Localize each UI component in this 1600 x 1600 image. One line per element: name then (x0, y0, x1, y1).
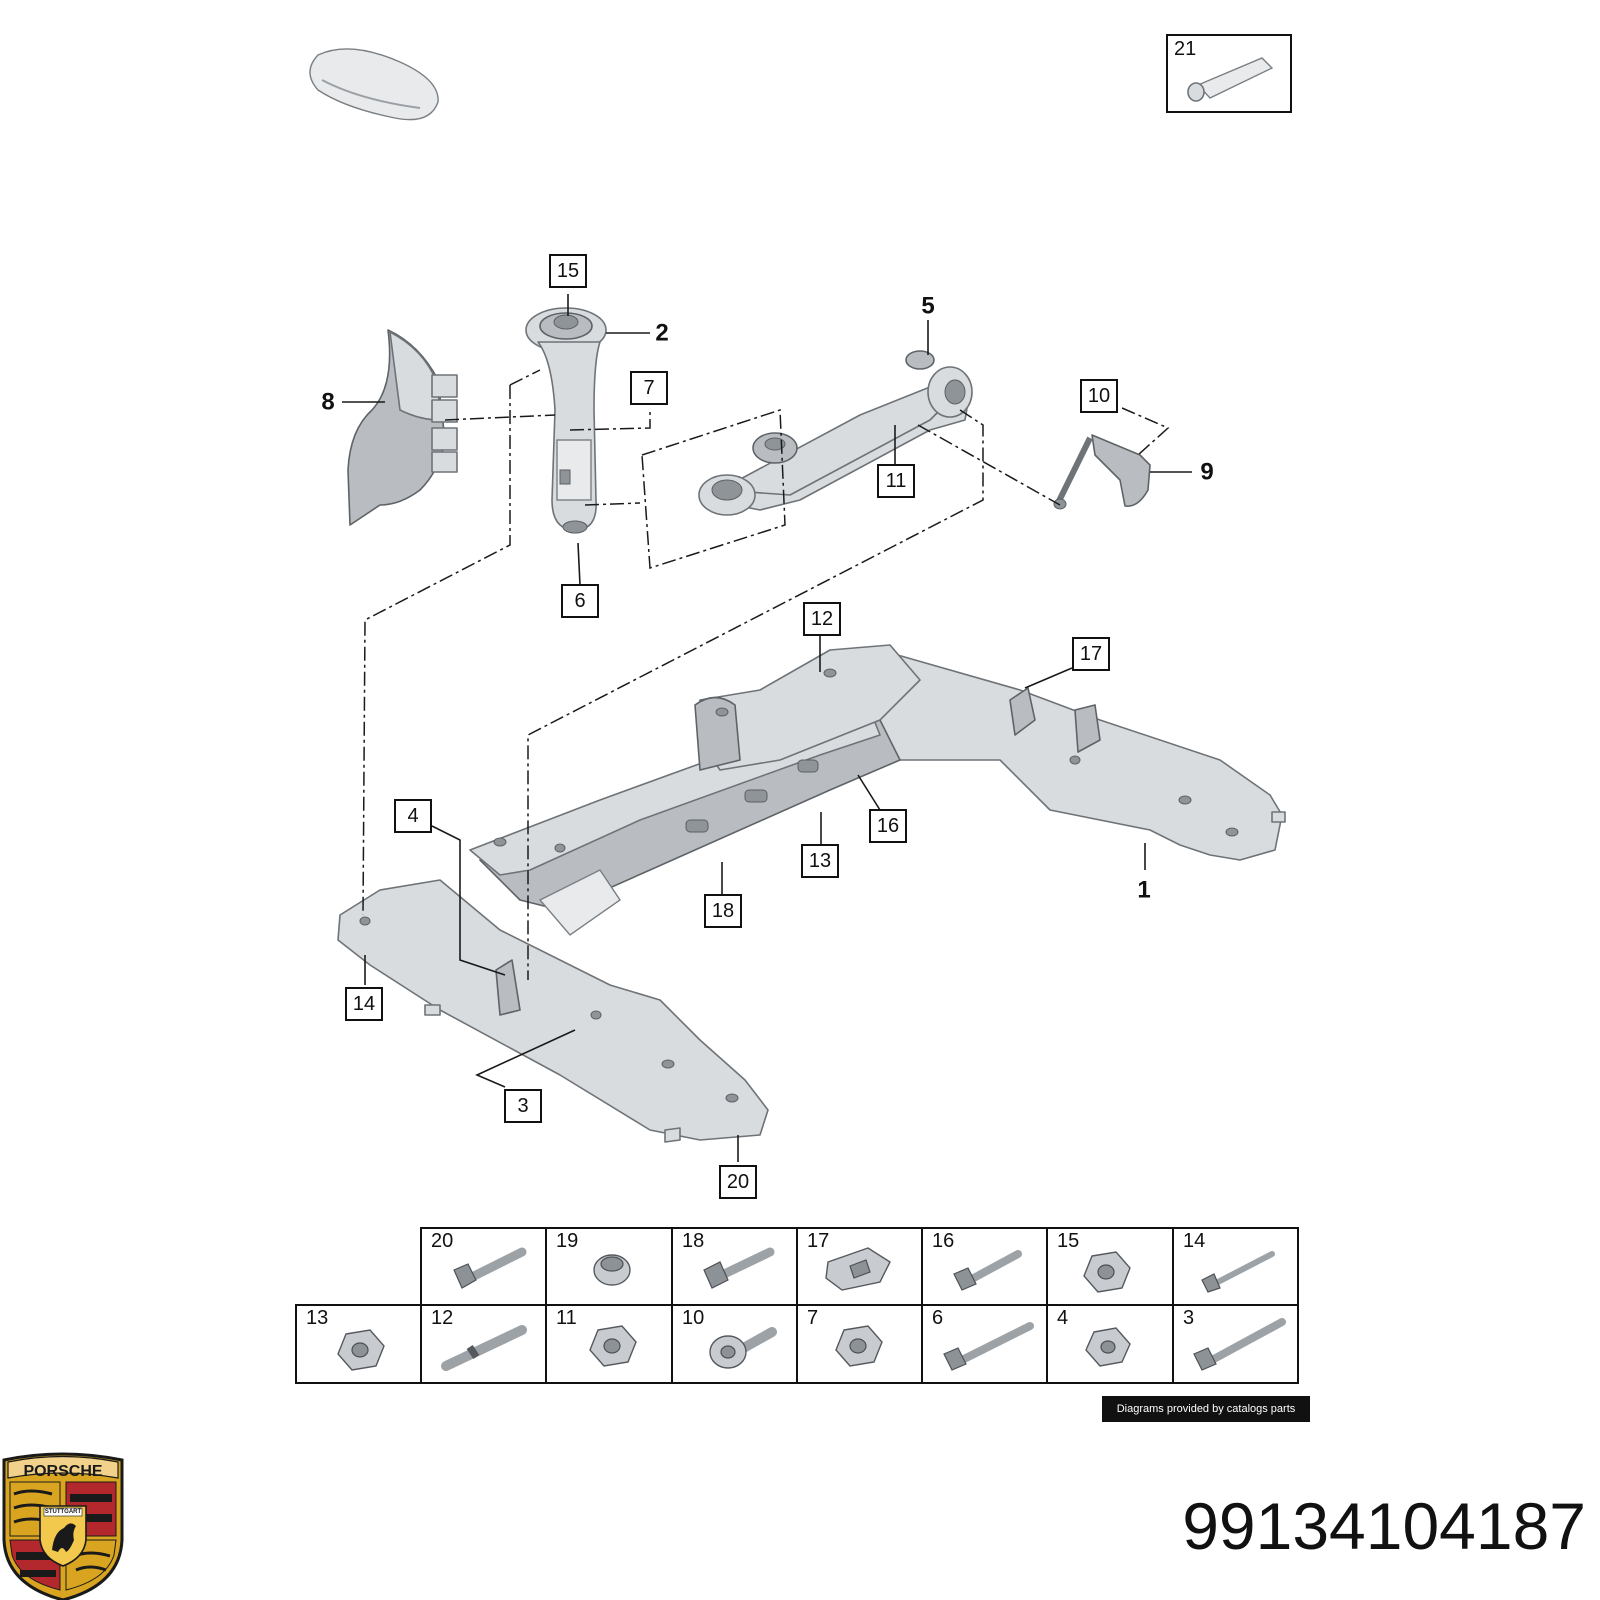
callout-16: 16 (869, 809, 907, 843)
porsche-crest-logo: PORSCHE STUTTGART (2, 1452, 124, 1600)
callout-3-label: 3 (517, 1095, 528, 1117)
callout-7-label: 7 (643, 377, 654, 399)
callout-8-label: 8 (321, 389, 334, 416)
stud-bolt-icon (703, 1247, 775, 1289)
callout-15-label: 15 (557, 260, 579, 282)
table-cell-number: 10 (682, 1307, 704, 1329)
callout-20-label: 20 (727, 1171, 749, 1193)
callout-10-label: 10 (1088, 385, 1110, 407)
callout-21-box: 21 (1166, 34, 1292, 113)
plug-icon (593, 1254, 631, 1286)
callout-1-label: 1 (1137, 877, 1150, 904)
subframe-illustration (337, 644, 1286, 1143)
stud-icon (441, 1325, 527, 1371)
callout-11: 11 (877, 464, 915, 498)
hex-nut-icon (835, 1325, 883, 1367)
credit-text: Diagrams provided by catalogs parts (1117, 1403, 1296, 1415)
table-cell-number: 14 (1183, 1230, 1205, 1252)
callout-17: 17 (1072, 637, 1110, 671)
callout-12-label: 12 (811, 608, 833, 630)
callout-9-label: 9 (1200, 459, 1213, 486)
table-cell-number: 6 (932, 1307, 943, 1329)
callout-12: 12 (803, 602, 841, 636)
callout-4-label: 4 (407, 805, 418, 827)
callout-6: 6 (561, 584, 599, 618)
table-cell-number: 19 (556, 1230, 578, 1252)
bolt-icon (953, 1250, 1022, 1291)
vertical-link-illustration (525, 307, 607, 534)
callout-17-label: 17 (1080, 643, 1102, 665)
callout-14-label: 14 (353, 993, 375, 1015)
hex-nut-icon (337, 1329, 385, 1371)
bolt-icon (1193, 1318, 1286, 1371)
assembly-lines (362, 369, 1170, 980)
hex-nut-icon (589, 1325, 637, 1367)
bolt-icon (453, 1247, 527, 1289)
table-cell-number: 15 (1057, 1230, 1079, 1252)
table-cell-number: 20 (431, 1230, 453, 1252)
callout-3: 3 (504, 1089, 542, 1123)
flange-bolt-icon (709, 1327, 777, 1369)
callout-18-label: 18 (712, 900, 734, 922)
bolt-icon (943, 1322, 1034, 1371)
hardware-table: 20 19 18 17 16 15 14 13 12 11 10 7 6 4 3 (295, 1227, 1299, 1384)
callout-2-label: 2 (655, 320, 668, 347)
table-cell-number: 7 (807, 1307, 818, 1329)
part-number: 99134104187 (1182, 1489, 1586, 1563)
crest-city-text: STUTTGART (45, 1509, 82, 1515)
crest-brand-text: PORSCHE (23, 1463, 102, 1480)
hex-nut-icon (1083, 1251, 1131, 1293)
table-cell-number: 13 (306, 1307, 328, 1329)
table-cell-number: 16 (932, 1230, 954, 1252)
callout-10: 10 (1080, 379, 1118, 413)
callout-14: 14 (345, 987, 383, 1021)
table-cell-number: 17 (807, 1230, 829, 1252)
table-cell-number: 3 (1183, 1307, 1194, 1329)
level-sensor-illustration (1053, 434, 1151, 510)
callout-6-label: 6 (574, 590, 585, 612)
callout-21-label: 21 (1174, 38, 1196, 60)
table-cell-number: 11 (556, 1307, 577, 1329)
callout-18: 18 (704, 894, 742, 928)
callout-13-label: 13 (809, 850, 831, 872)
callout-20: 20 (719, 1165, 757, 1199)
callout-4: 4 (394, 799, 432, 833)
callout-11-label: 11 (886, 470, 907, 492)
hex-nut-icon (1085, 1327, 1131, 1367)
table-cell-number: 4 (1057, 1307, 1068, 1329)
clip-nut-icon (825, 1247, 891, 1291)
control-arm-illustration (698, 350, 973, 516)
table-cell-number: 12 (431, 1307, 453, 1329)
table-cell-number: 18 (682, 1230, 704, 1252)
leader-lines (342, 294, 1192, 1162)
bolt-icon (1201, 1251, 1275, 1293)
heat-shield-illustration (347, 329, 458, 526)
grease-tube-icon (1187, 57, 1274, 102)
callout-15: 15 (549, 254, 587, 288)
callout-5-label: 5 (921, 293, 934, 320)
callout-16-label: 16 (877, 815, 899, 837)
grease-pad-illustration (309, 48, 439, 121)
callout-7: 7 (630, 371, 668, 405)
callout-13: 13 (801, 844, 839, 878)
credit-badge: Diagrams provided by catalogs parts (1102, 1396, 1310, 1422)
